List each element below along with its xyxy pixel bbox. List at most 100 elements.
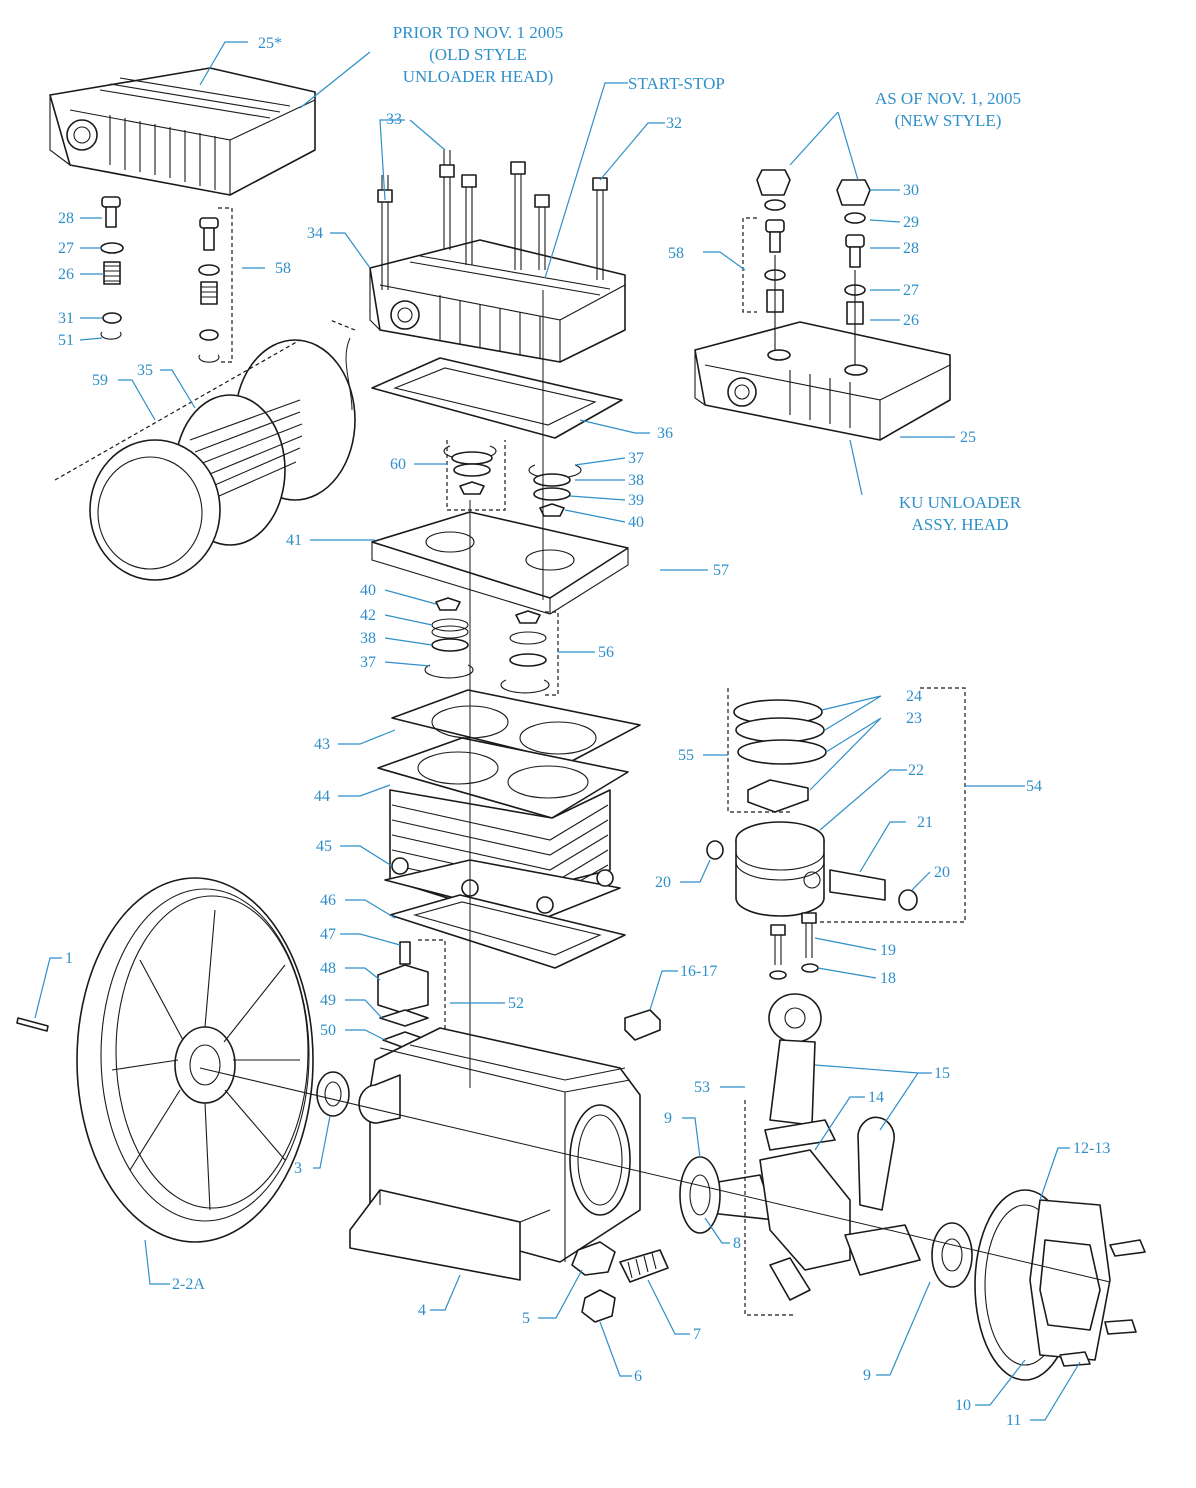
part-label: 20 bbox=[655, 874, 671, 891]
part-label: 30 bbox=[903, 182, 919, 199]
part-label: 2-2A bbox=[172, 1276, 205, 1293]
valve-plate bbox=[371, 511, 629, 615]
part-label: 23 bbox=[906, 710, 922, 727]
part-label: 18 bbox=[880, 970, 896, 987]
part-label: 54 bbox=[1026, 778, 1042, 795]
connecting-rod bbox=[764, 993, 895, 1211]
part-label: 25 bbox=[960, 429, 976, 446]
part-label: 24 bbox=[906, 688, 922, 705]
part-label: 8 bbox=[733, 1235, 741, 1252]
breather-assembly bbox=[377, 939, 446, 1049]
cylinder-head bbox=[369, 239, 626, 363]
cylinder-block bbox=[377, 737, 629, 921]
part-label: 50 bbox=[320, 1022, 336, 1039]
flywheel-pulley bbox=[76, 877, 314, 1243]
part-label: 55 bbox=[678, 747, 694, 764]
part-label: 44 bbox=[314, 788, 330, 805]
part-label: 39 bbox=[628, 492, 644, 509]
old-head-small-parts bbox=[100, 196, 233, 363]
part-label: 51 bbox=[58, 332, 74, 349]
part-label: 48 bbox=[320, 960, 336, 977]
part-label: 38 bbox=[360, 630, 376, 647]
callout-leaders bbox=[34, 41, 1081, 1421]
part-label: 41 bbox=[286, 532, 302, 549]
part-label: 40 bbox=[628, 514, 644, 531]
part-label: 34 bbox=[307, 225, 323, 242]
part-label: 1 bbox=[65, 950, 73, 967]
part-label: 11 bbox=[1006, 1412, 1021, 1429]
part-label: 28 bbox=[58, 210, 74, 227]
part-label: 19 bbox=[880, 942, 896, 959]
old-unloader-head bbox=[49, 67, 316, 196]
bearing-cover bbox=[974, 1189, 1146, 1381]
part-labels: 25* 33 32 30 29 28 27 26 58 28 27 26 31 … bbox=[58, 35, 1110, 1429]
part-label: 3 bbox=[294, 1160, 302, 1177]
part-label: 4 bbox=[418, 1302, 426, 1319]
head-bolts bbox=[377, 150, 608, 290]
piston-rings bbox=[727, 687, 966, 923]
piston bbox=[706, 821, 918, 917]
old-style-note-line-2: (OLD STYLE bbox=[429, 45, 527, 64]
part-label: 21 bbox=[917, 814, 933, 831]
ku-unloader-note-line-1: KU UNLOADER bbox=[899, 493, 1022, 512]
part-label: 7 bbox=[693, 1326, 701, 1343]
crankcase bbox=[349, 1027, 641, 1281]
valve-assembly-upper bbox=[443, 440, 582, 517]
old-style-note-line-1: PRIOR TO NOV. 1 2005 bbox=[393, 23, 564, 42]
part-label: 57 bbox=[713, 562, 729, 579]
new-style-note-line-2: (NEW STYLE) bbox=[895, 111, 1002, 130]
part-label: 47 bbox=[320, 926, 336, 943]
part-label: 49 bbox=[320, 992, 336, 1009]
part-label: 33 bbox=[386, 111, 402, 128]
old-style-note-line-3: UNLOADER HEAD) bbox=[403, 67, 554, 86]
part-label: 12-13 bbox=[1073, 1140, 1110, 1157]
part-label: 31 bbox=[58, 310, 74, 327]
part-label: 35 bbox=[137, 362, 153, 379]
part-label: 28 bbox=[903, 240, 919, 257]
part-label: 52 bbox=[508, 995, 524, 1012]
gasket-36 bbox=[371, 357, 623, 439]
part-label: 56 bbox=[598, 644, 614, 661]
part-label: 25* bbox=[258, 35, 282, 52]
new-unloader-head bbox=[694, 321, 951, 441]
part-label: 20 bbox=[934, 864, 950, 881]
part-label: 58 bbox=[275, 260, 291, 277]
oil-seal bbox=[316, 1071, 350, 1117]
part-label: 6 bbox=[634, 1368, 642, 1385]
fan-shroud bbox=[54, 319, 356, 581]
bearings bbox=[679, 1156, 973, 1288]
part-label: 37 bbox=[628, 450, 644, 467]
valve-assembly-lower bbox=[424, 597, 559, 696]
part-label: 53 bbox=[694, 1079, 710, 1096]
part-label: 46 bbox=[320, 892, 336, 909]
notes: PRIOR TO NOV. 1 2005 (OLD STYLE UNLOADER… bbox=[393, 23, 1022, 534]
part-label: 59 bbox=[92, 372, 108, 389]
part-label: 29 bbox=[903, 214, 919, 231]
part-label: 32 bbox=[666, 115, 682, 132]
part-label: 60 bbox=[390, 456, 406, 473]
part-label: 26 bbox=[58, 266, 74, 283]
part-label: 14 bbox=[868, 1089, 884, 1106]
part-label: 5 bbox=[522, 1310, 530, 1327]
part-label: 37 bbox=[360, 654, 376, 671]
part-label: 27 bbox=[58, 240, 74, 257]
part-label: 27 bbox=[903, 282, 919, 299]
part-label: 9 bbox=[863, 1367, 871, 1384]
part-label: 9 bbox=[664, 1110, 672, 1127]
assembly-axis-lines bbox=[199, 290, 1111, 1283]
pin-1 bbox=[16, 1017, 49, 1032]
part-label: 40 bbox=[360, 582, 376, 599]
part-label: 42 bbox=[360, 607, 376, 624]
part-label: 45 bbox=[316, 838, 332, 855]
part-label: 58 bbox=[668, 245, 684, 262]
ku-unloader-note-line-2: ASSY. HEAD bbox=[912, 515, 1009, 534]
part-label: 43 bbox=[314, 736, 330, 753]
plugs-and-fittings bbox=[571, 1009, 669, 1323]
part-label: 16-17 bbox=[680, 963, 717, 980]
new-style-note-line-1: AS OF NOV. 1, 2005 bbox=[875, 89, 1021, 108]
part-label: 22 bbox=[908, 762, 924, 779]
part-label: 38 bbox=[628, 472, 644, 489]
new-head-small-parts bbox=[742, 169, 871, 365]
start-stop-note: START-STOP bbox=[628, 74, 725, 93]
